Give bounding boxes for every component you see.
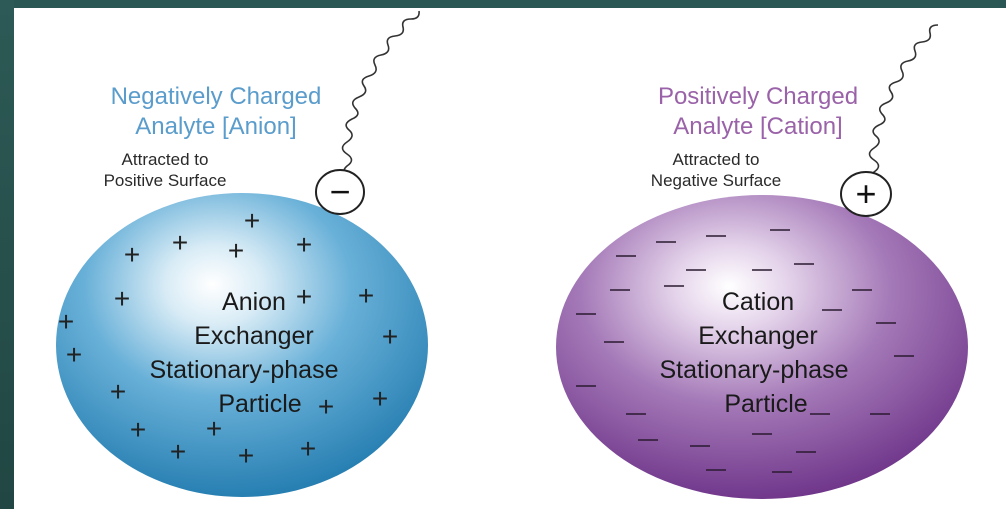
anion-sphere — [56, 193, 428, 497]
plus-charge-sign: + — [172, 227, 188, 258]
cation-analyte-plus-sign: + — [855, 173, 876, 214]
anion-center-line2: Exchanger — [194, 322, 314, 350]
plus-charge-sign: + — [372, 383, 388, 414]
cation-center-line1: Cation — [722, 288, 794, 316]
anion-panel: − Negatively Charged Analyte [Anion] Att… — [56, 10, 428, 497]
plus-charge-sign: + — [58, 306, 74, 337]
plus-charge-sign: + — [300, 433, 316, 464]
cation-center-line3: Stationary-phase — [659, 356, 848, 384]
anion-center-line3: Stationary-phase — [149, 356, 338, 384]
slide-frame-left — [0, 0, 14, 509]
plus-charge-sign: + — [228, 235, 244, 266]
slide-frame-top — [0, 0, 1006, 8]
plus-charge-sign: + — [206, 413, 222, 444]
cation-title-line2: Analyte [Cation] — [673, 113, 842, 140]
plus-charge-sign: + — [66, 339, 82, 370]
cation-attract-line1: Attracted to — [673, 150, 760, 169]
cation-center-line4: Particle — [724, 390, 807, 418]
cation-analyte-chain — [868, 24, 939, 185]
plus-charge-sign: + — [170, 436, 186, 467]
plus-charge-sign: + — [358, 280, 374, 311]
plus-charge-sign: + — [124, 239, 140, 270]
anion-analyte-chain — [341, 10, 420, 179]
plus-charge-sign: + — [382, 321, 398, 352]
plus-charge-sign: + — [296, 229, 312, 260]
anion-center-line1: Anion — [222, 288, 286, 316]
anion-analyte-circle — [315, 169, 365, 215]
cation-attract-line2: Negative Surface — [651, 171, 781, 190]
plus-charge-sign: + — [296, 281, 312, 312]
plus-charge-sign: + — [318, 391, 334, 422]
plus-charge-sign: + — [244, 205, 260, 236]
anion-title-line1: Negatively Charged — [111, 83, 322, 110]
anion-attract-line2: Positive Surface — [104, 171, 227, 190]
anion-title-line2: Analyte [Anion] — [135, 113, 296, 140]
anion-surface-charges: +++++++++++++++++++ — [58, 205, 398, 471]
cation-center-line2: Exchanger — [698, 322, 818, 350]
diagram-canvas: − Negatively Charged Analyte [Anion] Att… — [14, 8, 1006, 509]
anion-analyte-minus-sign: − — [329, 171, 350, 212]
plus-charge-sign: + — [114, 283, 130, 314]
anion-center-line4: Particle — [218, 390, 301, 418]
cation-sphere — [556, 195, 968, 499]
plus-charge-sign: + — [130, 414, 146, 445]
cation-panel: + Positively Charged Analyte [Cation] At… — [556, 24, 968, 499]
plus-charge-sign: + — [110, 376, 126, 407]
cation-analyte-circle — [840, 171, 892, 217]
ion-exchange-diagram: − Negatively Charged Analyte [Anion] Att… — [56, 10, 968, 499]
cation-surface-charges — [576, 229, 914, 473]
anion-attract-line1: Attracted to — [122, 150, 209, 169]
plus-charge-sign: + — [238, 440, 254, 471]
cation-title-line1: Positively Charged — [658, 83, 858, 110]
